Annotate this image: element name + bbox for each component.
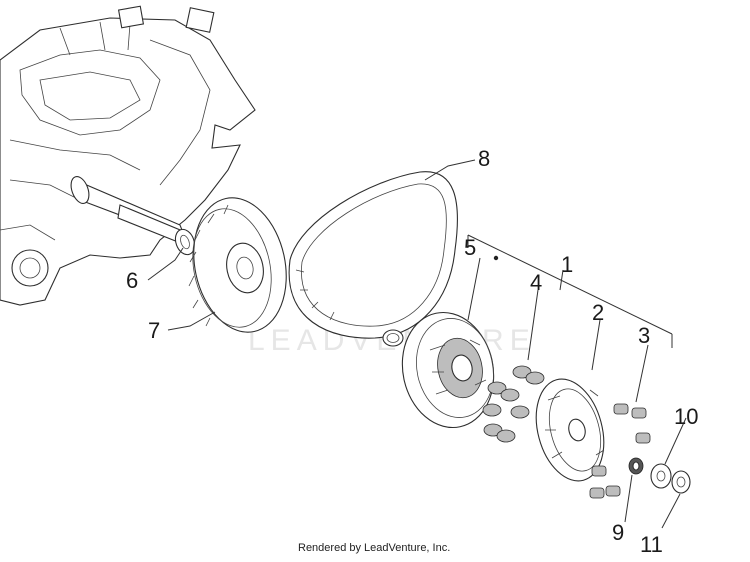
part-9-washer	[628, 457, 644, 475]
callout-5: 5	[464, 235, 476, 260]
part-2-ramp-plate	[535, 378, 605, 482]
leader-line-2	[591, 319, 601, 371]
callout-7: 7	[148, 318, 160, 343]
reference-dot	[493, 255, 499, 261]
part-10-spacer	[650, 463, 672, 489]
callout-6: 6	[126, 268, 138, 293]
part-5-variator-pulley	[401, 311, 495, 429]
part-7-fixed-pulley	[188, 197, 287, 333]
leader-line-4	[527, 289, 539, 361]
leader-line-10	[664, 417, 687, 465]
part-4-rollers	[482, 365, 545, 443]
leader-line-5	[467, 257, 481, 321]
callout-1: 1	[561, 252, 573, 277]
leader-line-3	[635, 344, 649, 403]
callout-2: 2	[592, 300, 604, 325]
leader-line-1	[467, 234, 673, 335]
part-8-drive-belt	[288, 171, 458, 339]
callout-3: 3	[638, 323, 650, 348]
callout-11: 11	[640, 532, 663, 557]
leader-lines	[147, 159, 687, 529]
leader-line-7	[167, 311, 216, 331]
part-3-sliders	[589, 403, 651, 499]
engine-crankcase	[0, 5, 256, 306]
callout-8: 8	[478, 146, 490, 171]
leader-line-6	[147, 247, 184, 281]
leader-line-11	[661, 493, 681, 529]
render-credit: Rendered by LeadVenture, Inc.	[298, 542, 450, 554]
part-6-collar	[174, 228, 196, 256]
callout-4: 4	[530, 270, 542, 295]
part-11-nut	[671, 470, 691, 494]
callout-10: 10	[674, 404, 698, 429]
leader-line-8	[424, 159, 476, 181]
leader-line-9	[624, 474, 633, 523]
callout-9: 9	[612, 520, 624, 545]
o-ring	[382, 329, 404, 347]
